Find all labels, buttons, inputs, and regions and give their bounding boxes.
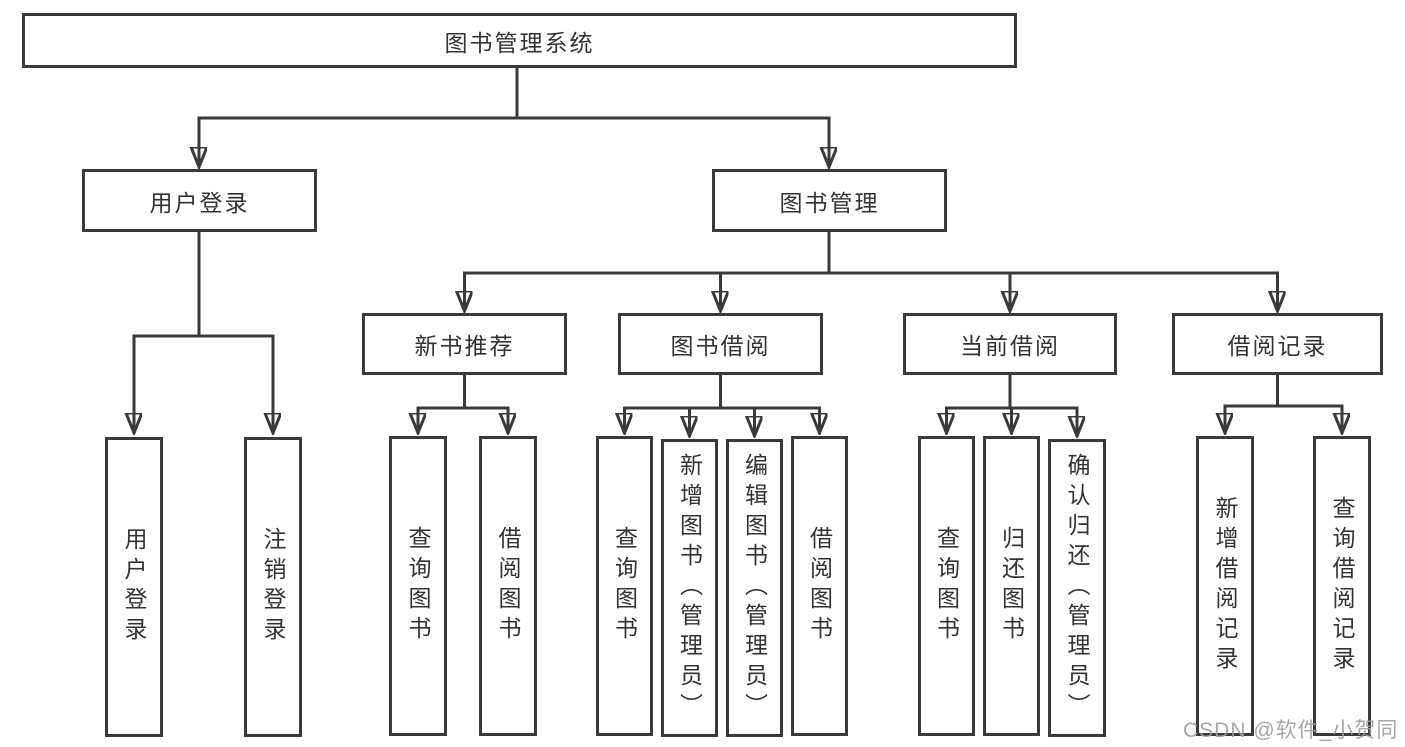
node-user-login: 用户登录 <box>82 169 317 232</box>
node-new-book-recommend: 新书推荐 <box>362 313 567 375</box>
leaf-confirm-return-admin: 确认归还（管理员） <box>1048 439 1106 737</box>
leaf-query-book-3: 查询图书 <box>918 436 975 736</box>
node-root: 图书管理系统 <box>22 13 1017 68</box>
leaf-query-book-2: 查询图书 <box>596 436 653 736</box>
leaf-add-borrow-record: 新增借阅记录 <box>1196 436 1254 736</box>
leaf-borrow-book-2: 借阅图书 <box>791 436 848 736</box>
csdn-watermark: CSDN @软件_小贺同学 <box>1183 719 1399 742</box>
leaf-user-login: 用户登录 <box>105 437 163 737</box>
node-book-management: 图书管理 <box>712 169 947 232</box>
leaf-query-borrow-record: 查询借阅记录 <box>1313 436 1371 736</box>
node-borrow-record: 借阅记录 <box>1172 313 1383 375</box>
leaf-return-book: 归还图书 <box>983 436 1040 736</box>
leaf-add-book-admin: 新增图书（管理员） <box>661 439 718 737</box>
leaf-borrow-book-1: 借阅图书 <box>479 436 537 736</box>
node-current-borrow: 当前借阅 <box>903 313 1117 375</box>
leaf-edit-book-admin: 编辑图书（管理员） <box>726 439 783 737</box>
leaf-query-book-1: 查询图书 <box>389 436 447 736</box>
node-book-borrow: 图书借阅 <box>618 313 823 375</box>
leaf-logout: 注销登录 <box>244 437 302 737</box>
